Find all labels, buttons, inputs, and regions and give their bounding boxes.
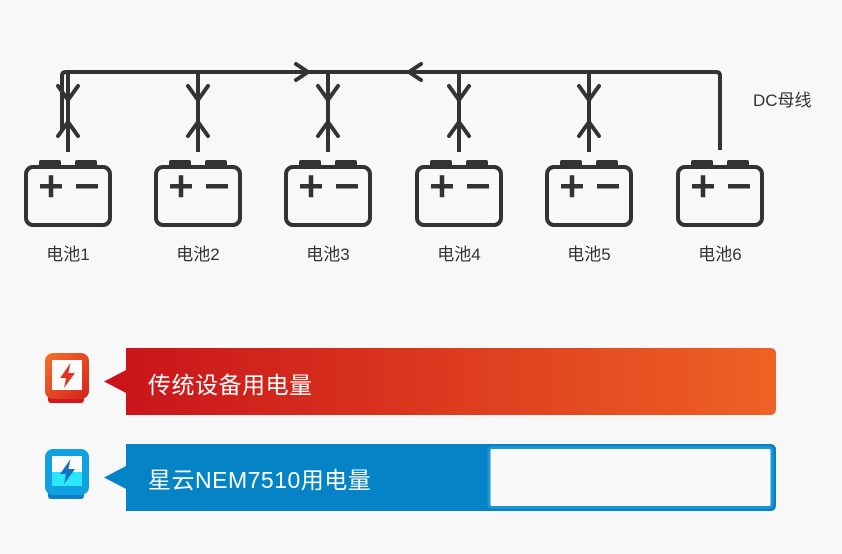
battery-label-5: 电池5: [567, 245, 611, 264]
dc-bus-label: DC母线: [753, 91, 812, 110]
battery-branch-5: [545, 72, 633, 227]
battery-label-6: 电池6: [698, 245, 742, 264]
nem-consumption-label: 星云NEM7510用电量: [148, 467, 372, 493]
battery-branch-2: [154, 72, 242, 227]
dc-bus-circuit-diagram: [24, 62, 764, 227]
battery-branch-4: [415, 72, 503, 227]
battery-branch-6: [676, 158, 764, 227]
bus-bar-line: [60, 70, 722, 150]
bus-flow-arrow-left: [407, 62, 423, 82]
traditional-consumption-label: 传统设备用电量: [148, 372, 313, 398]
battery-label-2: 电池2: [176, 245, 220, 264]
power-meter-blue-icon: [45, 449, 89, 499]
battery-label-4: 电池4: [437, 245, 481, 264]
battery-label-3: 电池3: [306, 245, 350, 264]
traditional-consumption-bar: [104, 348, 776, 415]
consumption-row-nem: 星云NEM7510用电量: [0, 441, 842, 513]
battery-label-1: 电池1: [46, 245, 90, 264]
nem-consumption-bar: [104, 444, 776, 511]
battery-branch-3: [284, 72, 372, 227]
consumption-row-traditional: 传统设备用电量: [0, 345, 842, 417]
bus-flow-arrow-right: [294, 62, 310, 82]
battery-branch-1: [24, 72, 112, 227]
power-meter-red-icon: [45, 353, 89, 403]
